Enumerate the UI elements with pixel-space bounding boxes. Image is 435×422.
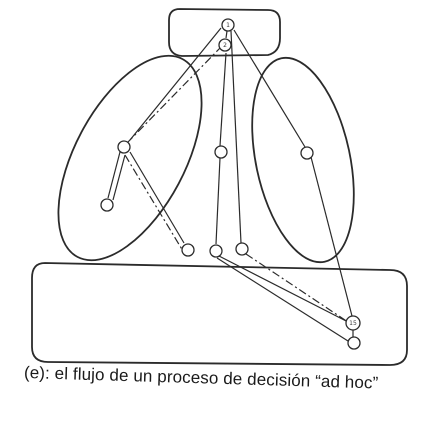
edge-left-node6 xyxy=(129,151,185,244)
node-label: 15 xyxy=(349,320,357,327)
node-label: 1 xyxy=(226,22,230,29)
node-circle xyxy=(214,145,228,159)
edge-node9-node13 xyxy=(245,253,349,323)
node-circle xyxy=(300,146,314,160)
node-4 xyxy=(100,198,114,212)
node-circle xyxy=(221,18,235,32)
edge-2-left-b xyxy=(127,45,223,143)
left-region xyxy=(57,54,203,262)
edge-2-center xyxy=(219,52,227,147)
node-circle xyxy=(117,140,131,154)
edge-1-left-a xyxy=(129,27,222,141)
node-8 xyxy=(300,146,314,160)
edge-left-node4 xyxy=(107,151,121,199)
node-circle xyxy=(347,336,361,350)
node-1: 1 xyxy=(221,18,235,32)
edge-left-node6-b xyxy=(124,154,184,252)
top-region xyxy=(168,8,281,57)
edge-left-node4-b xyxy=(112,154,126,201)
flow-connections xyxy=(107,27,354,342)
node-circle xyxy=(345,315,361,331)
node-14 xyxy=(347,336,361,350)
node-13: 15 xyxy=(345,315,361,331)
node-2: 2 xyxy=(218,38,232,52)
node-circle xyxy=(235,242,249,256)
bottom-region xyxy=(31,262,408,366)
edge-center-lower xyxy=(215,157,221,245)
node-label: 2 xyxy=(223,42,227,49)
node-6 xyxy=(181,243,195,257)
node-circle xyxy=(218,38,232,52)
node-circle xyxy=(209,244,223,258)
node-5 xyxy=(214,145,228,159)
edge-1-2 xyxy=(225,30,228,39)
edge-node7-node13 xyxy=(218,255,351,324)
right-region xyxy=(251,56,355,264)
node-9 xyxy=(235,242,249,256)
node-7 xyxy=(209,244,223,258)
node-3 xyxy=(117,140,131,154)
edge-1-node9 xyxy=(230,30,242,244)
node-circle xyxy=(100,198,114,212)
edge-right-node13 xyxy=(310,156,353,317)
edge-1-right xyxy=(233,29,306,148)
node-circle xyxy=(181,243,195,257)
edge-node7-node14 xyxy=(216,257,349,342)
